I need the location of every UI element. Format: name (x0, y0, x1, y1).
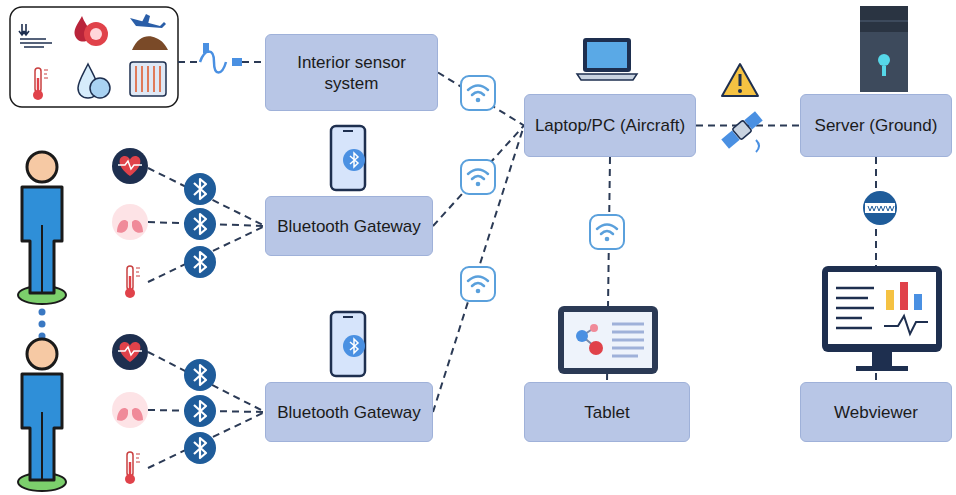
dashed-connector (438, 73, 524, 126)
box-label: Tablet (576, 398, 637, 427)
process-box: Laptop/PC (Aircraft) (524, 94, 696, 157)
process-box: Bluetooth Gateway (265, 196, 433, 256)
box-label: Interior sensor system (266, 48, 437, 98)
box-label: Bluetooth Gateway (269, 398, 429, 427)
box-label: Laptop/PC (Aircraft) (527, 111, 693, 140)
dashed-connector (433, 126, 524, 227)
process-box: Interior sensor system (265, 34, 438, 111)
process-box: Tablet (524, 382, 690, 442)
box-label: Webviewer (826, 398, 926, 427)
process-box: Bluetooth Gateway (265, 382, 433, 442)
process-box: Server (Ground) (800, 94, 952, 157)
dashed-connector (433, 126, 524, 413)
box-label: Server (Ground) (807, 111, 946, 140)
process-box: Webviewer (800, 382, 952, 442)
box-label: Bluetooth Gateway (269, 212, 429, 241)
